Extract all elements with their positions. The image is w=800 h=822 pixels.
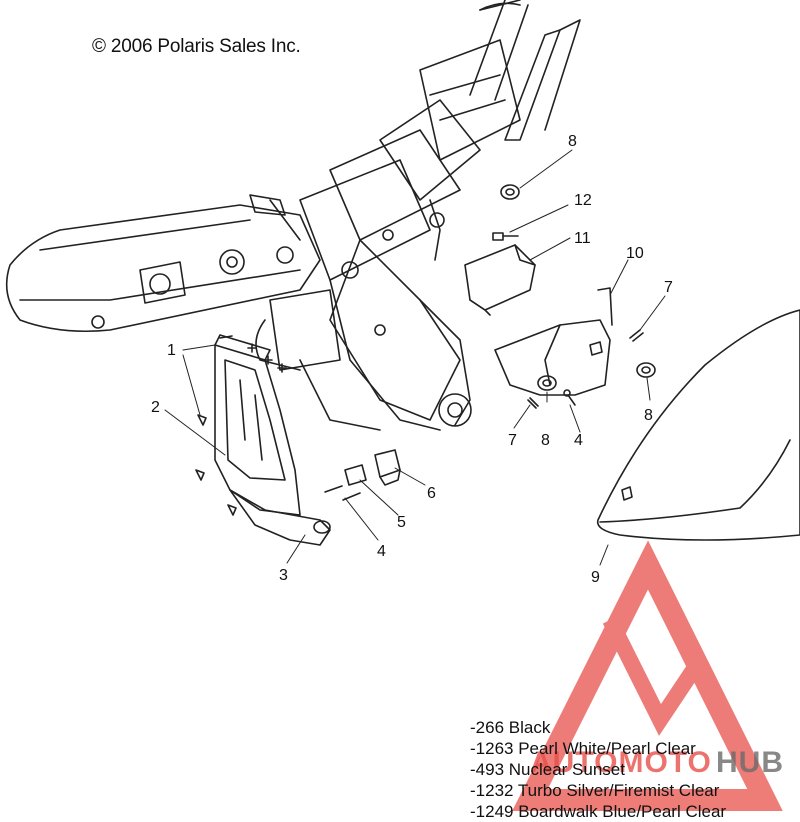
callout-8-upper: 8 bbox=[568, 133, 577, 150]
callout-12: 12 bbox=[574, 192, 592, 209]
color-code-item: -1263 Pearl White/Pearl Clear bbox=[470, 739, 696, 758]
callout-numbers: 1 2 3 4 5 6 7 8 4 8 7 10 11 12 8 9 bbox=[151, 133, 673, 586]
part-5-connector bbox=[344, 464, 367, 486]
color-code-list: -266 Black -1263 Pearl White/Pearl Clear… bbox=[470, 717, 726, 822]
part-7-screw-lower bbox=[527, 397, 539, 409]
callout-3: 3 bbox=[279, 567, 288, 584]
watermark-brand-right: HUB bbox=[716, 746, 784, 779]
part-4-rivet-left bbox=[324, 485, 361, 501]
leader-lines bbox=[164, 149, 666, 566]
part-2-side-panel bbox=[214, 334, 301, 516]
part-9-tank-panel bbox=[596, 309, 800, 541]
callout-11: 11 bbox=[574, 230, 591, 247]
callout-10: 10 bbox=[626, 245, 644, 262]
callout-7-upper: 7 bbox=[664, 279, 673, 296]
callout-1: 1 bbox=[167, 342, 176, 359]
callout-6: 6 bbox=[427, 485, 436, 502]
callout-4-lower: 4 bbox=[377, 543, 386, 560]
callout-9: 9 bbox=[591, 569, 600, 586]
callout-5: 5 bbox=[397, 514, 406, 531]
callout-8-center: 8 bbox=[541, 432, 550, 449]
part-1-fasteners bbox=[195, 335, 287, 516]
part-8-grommet-right bbox=[636, 362, 656, 378]
triangle-logo-icon bbox=[512, 540, 783, 811]
callout-8-right: 8 bbox=[644, 407, 653, 424]
frame-main-body bbox=[255, 39, 521, 431]
frame-fork-tubes bbox=[469, 0, 581, 141]
callout-4-right: 4 bbox=[574, 432, 583, 449]
watermark-brand: AUTOMOTO HUB bbox=[530, 746, 784, 779]
callout-2: 2 bbox=[151, 399, 160, 416]
part-8-grommet-upper bbox=[500, 184, 520, 200]
callout-7-lower: 7 bbox=[508, 432, 517, 449]
part-8-grommet-center bbox=[537, 375, 557, 391]
part-3-lower-cover bbox=[229, 489, 331, 546]
part-11-control-module bbox=[464, 244, 536, 316]
color-code-item: -1232 Turbo Silver/Firemist Clear bbox=[470, 781, 720, 800]
part-12-bolt bbox=[492, 232, 519, 241]
color-code-item: -266 Black bbox=[470, 718, 551, 737]
part-6-connector bbox=[374, 449, 401, 486]
watermark-brand-left: AUTOMOTO bbox=[530, 746, 712, 779]
part-4-rivet-right bbox=[563, 389, 576, 406]
frame-swing-arm bbox=[5, 194, 321, 333]
color-code-item: -1249 Boardwalk Blue/Pearl Clear bbox=[470, 802, 727, 821]
copyright-text: © 2006 Polaris Sales Inc. bbox=[92, 36, 301, 57]
part-7-screw-upper bbox=[629, 329, 644, 342]
color-code-item: -493 Nuclear Sunset bbox=[470, 760, 625, 779]
